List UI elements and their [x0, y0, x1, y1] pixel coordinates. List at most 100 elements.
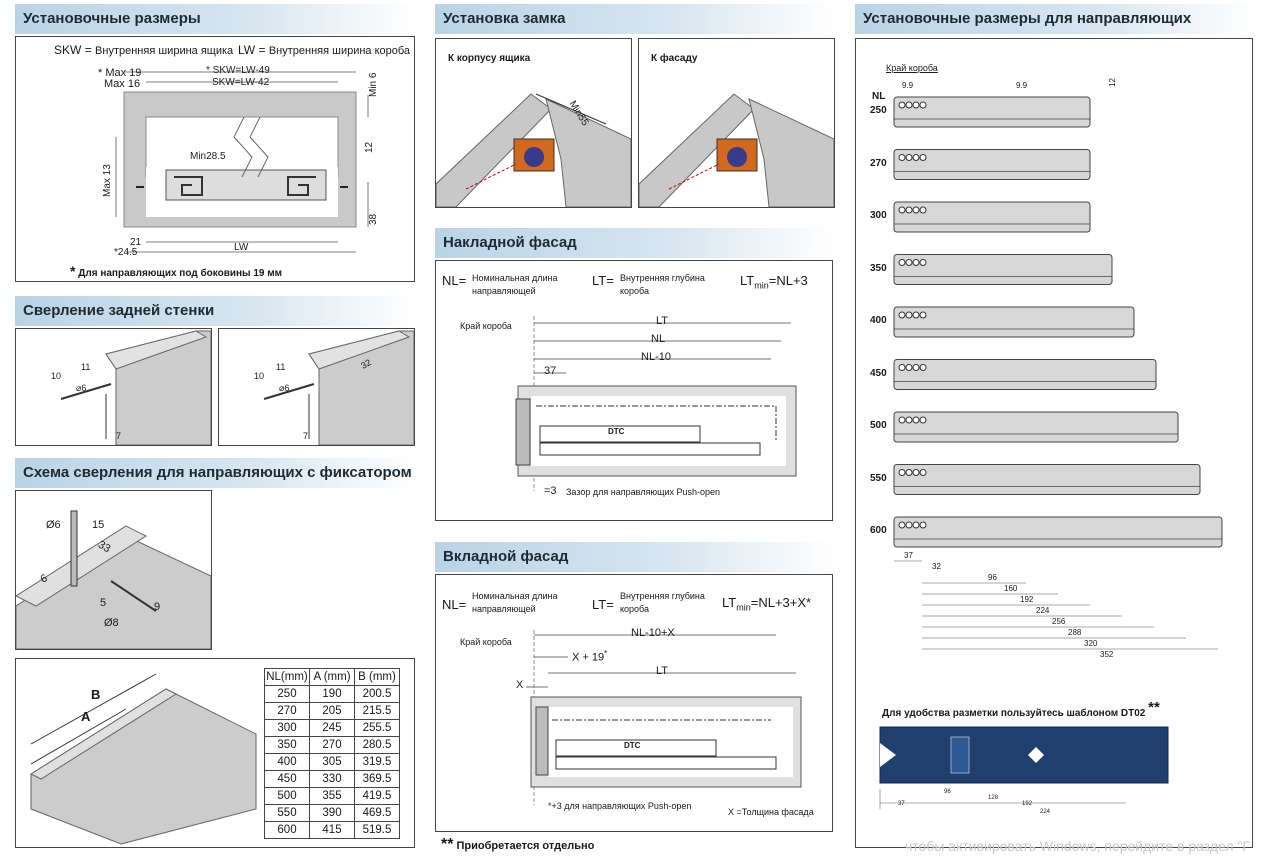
lock-panel-front: К фасаду: [638, 38, 835, 208]
dim-12: 12: [364, 141, 375, 153]
overlay-nl: NL: [651, 333, 666, 345]
mounting-hole: [912, 521, 920, 529]
table-cell: 400: [264, 753, 310, 771]
dim-max16: Max 16: [104, 78, 141, 90]
mounting-hole: [912, 469, 920, 476]
inset-lt-desc1: Внутренняя глубина: [620, 591, 705, 601]
mounting-hole: [919, 101, 927, 109]
lw-label: LW: [238, 43, 256, 57]
table-cell: 330: [309, 770, 355, 788]
overlay-nl10: NL-10: [641, 351, 671, 363]
rail-dim-label: 96: [988, 573, 997, 582]
inset-edge-label: Край короба: [460, 637, 512, 647]
mounting-hole: [905, 416, 913, 424]
overlay-gap: =3: [544, 485, 557, 497]
rail-length-label: 350: [870, 262, 887, 274]
table-cell: 600: [264, 821, 310, 839]
skw-legend: SKW = Внутренняя ширина ящика: [54, 43, 234, 57]
overlay-brand: DTC: [608, 427, 625, 436]
scheme-d15: 15: [92, 519, 105, 531]
rail-length-label: 270: [870, 157, 887, 169]
drill-scheme-panel: Ø6 15 33 6 5 Ø8 9: [15, 490, 212, 650]
back2-d7: 7: [303, 431, 309, 441]
section-header-drill-scheme: Схема сверления для направляющих с фикса…: [15, 458, 415, 488]
table-header-row: NL(mm) A (mm) B (mm): [264, 668, 400, 686]
lw-desc: Внутренняя ширина короба: [268, 45, 411, 57]
dim-245: *24.5: [114, 247, 138, 258]
rail-length-label: 600: [870, 525, 887, 536]
overlay-front-panel: NL= Номинальная длина направляющей LT= В…: [435, 260, 833, 521]
overlay-drawing: [515, 316, 797, 491]
tpl-dim-96: 96: [944, 789, 951, 795]
install-note: * Для направляющих под боковины 19 мм: [70, 263, 283, 279]
section-header-inset-front: Вкладной фасад: [435, 542, 835, 572]
lock-front-drawing: [639, 93, 834, 207]
rail-dim-label: 192: [1020, 595, 1034, 604]
inset-brand: DTC: [624, 741, 641, 750]
drawer-drawing: [29, 673, 257, 845]
rail-dim-label: 160: [1004, 584, 1018, 593]
inset-push-note: *+3 для направляющих Push-open: [548, 801, 692, 811]
lock-to-front-label: К фасаду: [651, 53, 698, 64]
overlay-lt-desc2: короба: [620, 286, 650, 296]
skw-label: SKW: [54, 43, 82, 57]
dim-min285: Min28.5: [190, 151, 226, 162]
rail-length-label: 450: [870, 367, 887, 379]
install-drawing: [115, 71, 369, 253]
mounting-hole: [912, 154, 920, 161]
rail-dim-label: 37: [904, 551, 913, 560]
dim-max13: Max 13: [102, 164, 113, 197]
back2-d11: 11: [276, 362, 286, 372]
rails-d99a: 9.9: [902, 81, 914, 90]
inset-x: X: [516, 679, 524, 691]
table-cell: 205: [309, 702, 355, 720]
mounting-hole: [919, 364, 927, 371]
drawer-label-b: B: [91, 687, 101, 702]
inset-drawing: [526, 630, 802, 805]
tpl-dim-224: 224: [1040, 809, 1051, 815]
dim-21: 21: [130, 237, 142, 248]
scheme-d5: 5: [100, 597, 107, 609]
inset-lt-def: LT=: [592, 597, 614, 612]
mounting-hole: [919, 206, 927, 214]
table-header: A (mm): [309, 668, 355, 686]
rail-profile: [893, 516, 1223, 548]
table-header: B (mm): [354, 668, 400, 686]
rail-profile: [893, 411, 1179, 443]
rail-dim-label: 256: [1052, 617, 1066, 626]
inset-nl-def: NL=: [442, 597, 467, 612]
rails-drawing: [893, 96, 1223, 650]
table-cell: 305: [309, 753, 355, 771]
mounting-hole: [919, 154, 927, 161]
section-header-rail-dims: Установочные размеры для направляющих: [855, 4, 1255, 34]
section-header-overlay-front: Накладной фасад: [435, 228, 835, 258]
table-cell: 215.5: [354, 702, 400, 720]
mounting-hole: [912, 101, 920, 109]
inset-front-panel: NL= Номинальная длина направляющей LT= В…: [435, 574, 833, 832]
rail-profile: [893, 149, 1091, 180]
table-cell: 245: [309, 719, 355, 737]
rail-dim-label: 320: [1084, 639, 1098, 648]
table-cell: 190: [309, 685, 355, 703]
inset-lt-desc2: короба: [620, 604, 650, 614]
rail-dim-label: 32: [932, 562, 941, 571]
table-cell: 419.5: [354, 787, 400, 805]
mounting-hole: [912, 364, 920, 371]
mounting-hole: [905, 311, 913, 319]
table-cell: 280.5: [354, 736, 400, 754]
table-cell: 355: [309, 787, 355, 805]
table-cell: 350: [264, 736, 310, 754]
mounting-hole: [905, 101, 913, 109]
rails-nl-label: NL: [872, 91, 886, 102]
mounting-hole: [919, 311, 927, 319]
mounting-hole: [912, 311, 920, 319]
overlay-nl-desc1: Номинальная длина: [472, 273, 558, 283]
back2-d6: ⌀6: [279, 383, 290, 393]
table-cell: 500: [264, 787, 310, 805]
mounting-hole: [919, 469, 927, 476]
